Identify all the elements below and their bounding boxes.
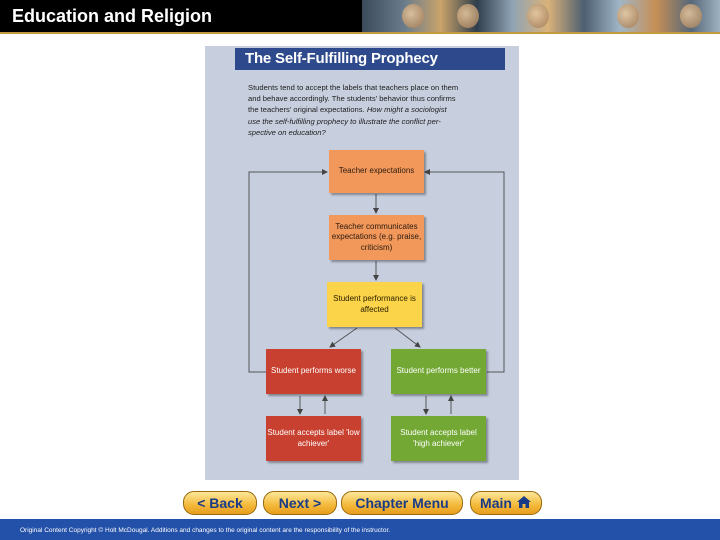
caption-line: Students tend to accept the labels that … bbox=[248, 83, 459, 92]
footer-bar bbox=[0, 519, 720, 540]
caption-question: use the self-fulfilling prophecy to illu… bbox=[248, 116, 441, 126]
feedback-loop-left bbox=[248, 169, 328, 373]
box-performs-better: Student performs better bbox=[391, 349, 486, 394]
arrow-performance-to-worse bbox=[329, 327, 358, 348]
arrow-performance-to-better bbox=[394, 327, 421, 348]
caption-line: the teachers' original expectations. bbox=[248, 105, 365, 115]
feedback-loop-right bbox=[424, 169, 505, 373]
figure-caption: Students tend to accept the labels that … bbox=[248, 82, 483, 138]
header-bar: Education and Religion bbox=[0, 0, 720, 32]
main-button[interactable]: Main bbox=[470, 491, 542, 515]
box-teacher-expectations: Teacher expectations bbox=[329, 150, 424, 193]
caption-question: spective on education? bbox=[248, 127, 326, 137]
next-button[interactable]: Next > bbox=[263, 491, 337, 515]
banner-portrait bbox=[680, 4, 702, 28]
figure-panel: The Self-Fulfilling Prophecy Students te… bbox=[205, 46, 519, 480]
figure-title: The Self-Fulfilling Prophecy bbox=[245, 50, 438, 67]
back-button[interactable]: < Back bbox=[183, 491, 257, 515]
box-performs-worse: Student performs worse bbox=[266, 349, 361, 394]
caption-question: How might a sociologist bbox=[366, 105, 447, 115]
box-label-high-achiever: Student accepts label 'high achiever' bbox=[391, 416, 486, 461]
banner-portrait bbox=[402, 4, 424, 28]
page-title: Education and Religion bbox=[12, 6, 213, 26]
banner-portrait bbox=[527, 4, 549, 28]
header-banner-image bbox=[362, 0, 720, 32]
banner-portrait bbox=[457, 4, 479, 28]
box-label-low-achiever: Student accepts label 'low achiever' bbox=[266, 416, 361, 461]
box-student-performance: Student performance is affected bbox=[327, 282, 422, 327]
main-button-label: Main bbox=[480, 495, 512, 511]
home-icon bbox=[516, 495, 532, 512]
box-teacher-communicates: Teacher communicates expectations (e.g. … bbox=[329, 215, 424, 260]
header-divider bbox=[0, 32, 720, 34]
figure-title-bar: The Self-Fulfilling Prophecy bbox=[235, 48, 505, 70]
banner-portrait bbox=[617, 4, 639, 28]
copyright-notice: Original Content Copyright © Holt McDoug… bbox=[20, 527, 391, 534]
caption-line: and behave accordingly. The students' be… bbox=[248, 94, 456, 104]
chapter-menu-button[interactable]: Chapter Menu bbox=[341, 491, 463, 515]
